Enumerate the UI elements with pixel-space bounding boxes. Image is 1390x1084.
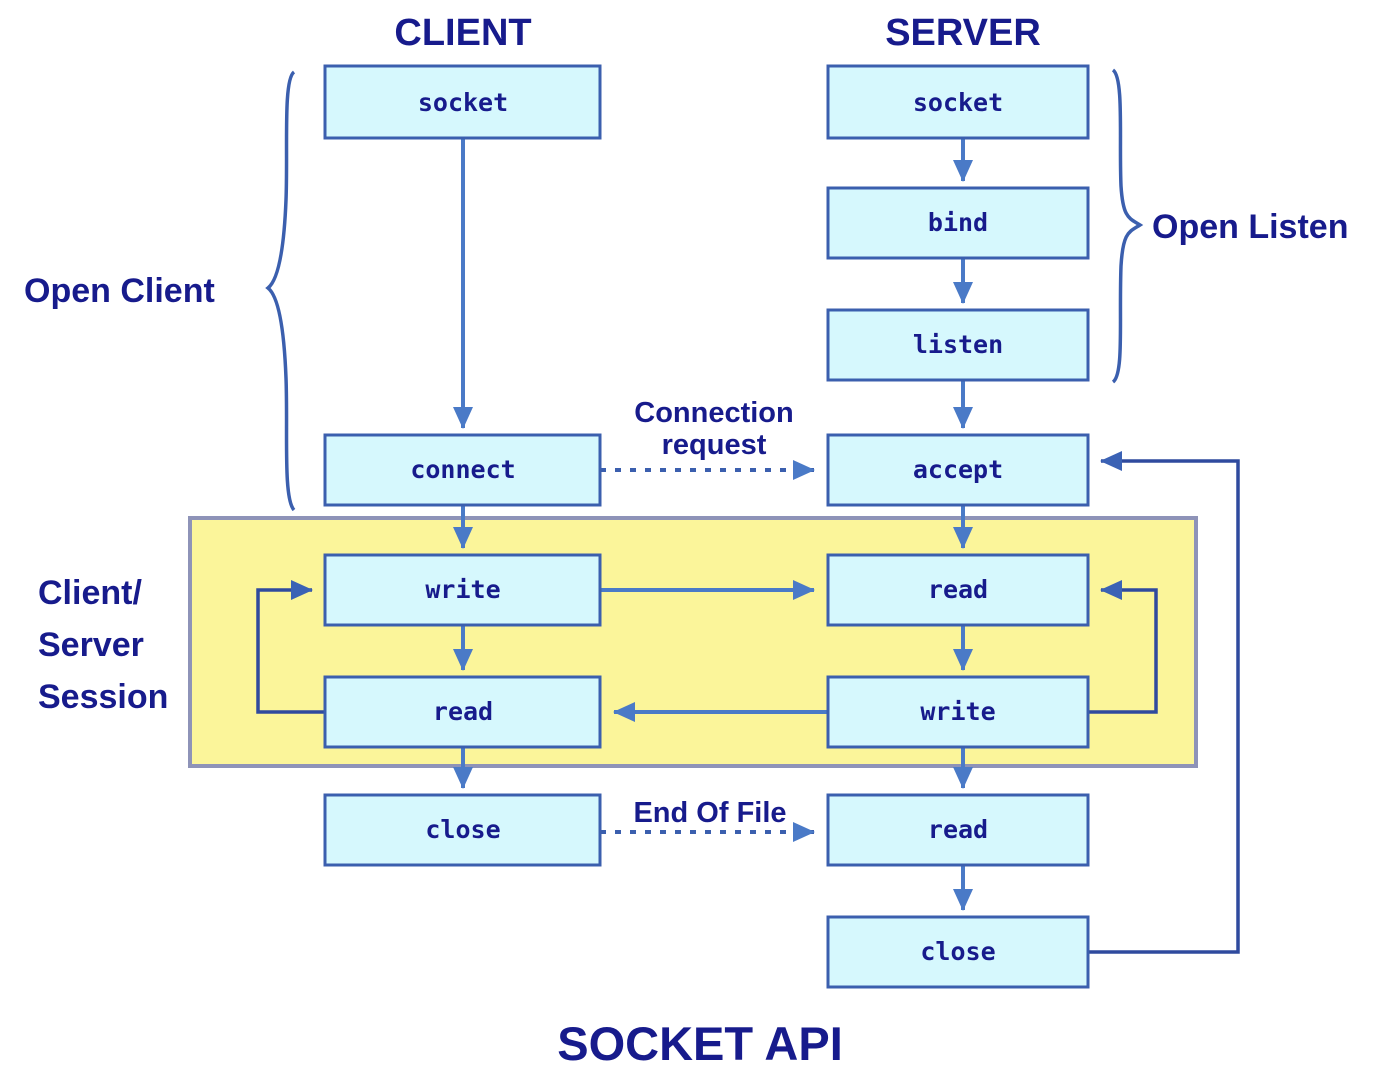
- group-label-session-line1: Client/: [38, 574, 142, 612]
- node-client-close[interactable]: close: [323, 793, 602, 867]
- node-box: [826, 553, 1090, 627]
- node-server-close[interactable]: close: [826, 915, 1090, 989]
- edge-label-end-of-file: End Of File: [633, 797, 786, 829]
- column-header-server: SERVER: [885, 12, 1041, 54]
- node-label: close: [425, 815, 500, 844]
- node-label: write: [425, 575, 500, 604]
- node-client-read[interactable]: read: [323, 675, 602, 749]
- node-server-read2[interactable]: read: [826, 793, 1090, 867]
- node-label: read: [433, 697, 493, 726]
- open-client-brace: [265, 70, 296, 512]
- node-server-accept[interactable]: accept: [826, 433, 1090, 507]
- node-label: close: [920, 937, 995, 966]
- edge-label-connection-request-line1: Connection: [634, 397, 794, 429]
- group-label-session-line3: Session: [38, 678, 168, 716]
- node-box: [826, 915, 1090, 989]
- node-server-bind[interactable]: bind: [826, 186, 1090, 260]
- node-label: read: [928, 815, 988, 844]
- node-box: [323, 675, 602, 749]
- column-header-client: CLIENT: [394, 12, 531, 54]
- node-server-read[interactable]: read: [826, 553, 1090, 627]
- node-client-connect[interactable]: connect: [323, 433, 602, 507]
- node-label: socket: [913, 88, 1003, 117]
- node-client-write[interactable]: write: [323, 553, 602, 627]
- diagram-title: SOCKET API: [557, 1017, 843, 1070]
- node-box: [826, 433, 1090, 507]
- node-box: [323, 793, 602, 867]
- node-box: [323, 64, 602, 140]
- node-box: [826, 186, 1090, 260]
- node-label: listen: [913, 330, 1003, 359]
- node-client-socket[interactable]: socket: [323, 64, 602, 140]
- edge-server-close-to-accept-loop: [1088, 451, 1240, 954]
- node-label: write: [920, 697, 995, 726]
- edge-label-connection-request-line2: request: [662, 429, 767, 461]
- group-label-open-listen: Open Listen: [1152, 208, 1348, 246]
- edge-client-read-to-write-loop: [256, 580, 325, 714]
- node-server-listen[interactable]: listen: [826, 308, 1090, 382]
- edge-server-write-to-read-loop: [1088, 580, 1158, 714]
- open-listen-brace: [1111, 68, 1144, 384]
- node-server-socket[interactable]: socket: [826, 64, 1090, 140]
- node-box: [826, 675, 1090, 749]
- node-label: socket: [418, 88, 508, 117]
- node-box: [826, 64, 1090, 140]
- node-label: bind: [928, 208, 988, 237]
- node-box: [826, 308, 1090, 382]
- node-server-write[interactable]: write: [826, 675, 1090, 749]
- node-label: connect: [410, 455, 515, 484]
- group-label-session-line2: Server: [38, 626, 144, 664]
- group-label-open-client: Open Client: [24, 272, 215, 310]
- node-box: [323, 433, 602, 507]
- node-label: accept: [913, 455, 1003, 484]
- node-label: read: [928, 575, 988, 604]
- node-box: [323, 553, 602, 627]
- node-box: [826, 793, 1090, 867]
